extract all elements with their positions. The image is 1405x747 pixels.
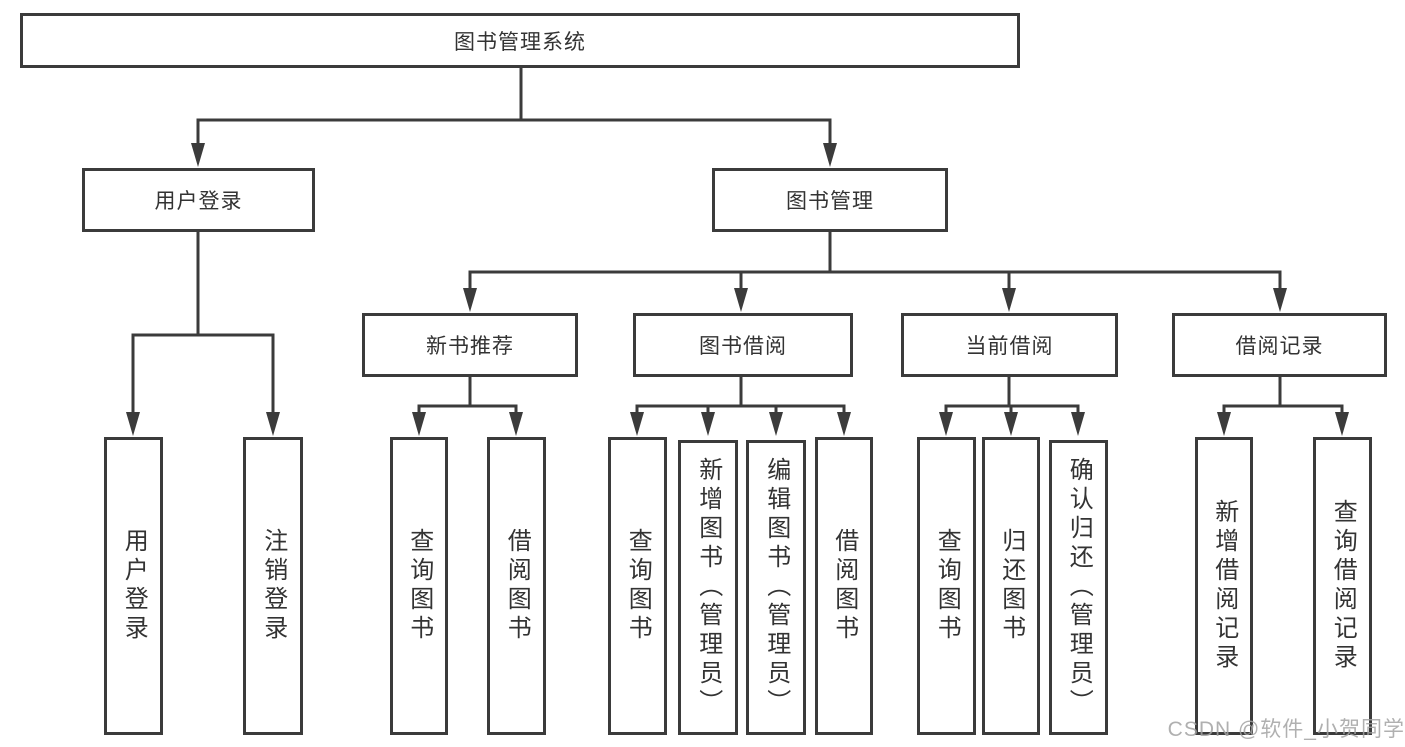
connector-arrowhead	[701, 412, 715, 436]
node-label: 用户登录	[120, 528, 148, 644]
connector-arrowhead	[1217, 412, 1231, 436]
leaf-logout-login: 注销登录	[243, 437, 303, 735]
node-label: 图书管理系统	[454, 30, 586, 54]
leaf-add-borrow-record: 新增借阅记录	[1195, 437, 1253, 735]
node-library-system: 图书管理系统	[20, 13, 1020, 68]
node-book-borrowing: 图书借阅	[633, 313, 853, 377]
connector-arrowhead	[266, 412, 280, 436]
node-label: 图书借阅	[699, 335, 787, 358]
node-book-management: 图书管理	[712, 168, 948, 232]
node-borrowing-records: 借阅记录	[1172, 313, 1387, 377]
leaf-query-borrow-record: 查询借阅记录	[1313, 437, 1372, 735]
node-label: 编辑图书（管理员）	[762, 457, 790, 718]
node-label: 借阅记录	[1235, 335, 1324, 358]
node-label: 归还图书	[997, 528, 1025, 644]
connector-arrowhead	[630, 412, 644, 436]
leaf-return-books: 归还图书	[982, 437, 1040, 735]
connector-arrowhead	[1335, 412, 1349, 436]
leaf-query-books-recommend: 查询图书	[390, 437, 448, 735]
connector-arrowhead	[823, 143, 837, 167]
connector-arrowhead	[1002, 288, 1016, 312]
connector-arrowhead	[1071, 412, 1085, 436]
node-user-login: 用户登录	[82, 168, 315, 232]
node-label: 查询借阅记录	[1329, 499, 1357, 673]
connector-arrowhead	[1273, 288, 1287, 312]
node-current-borrowing: 当前借阅	[901, 313, 1118, 377]
node-new-book-recommendation: 新书推荐	[362, 313, 578, 377]
connector-arrowhead	[509, 412, 523, 436]
connector-arrowhead	[412, 412, 426, 436]
node-label: 借阅图书	[503, 528, 531, 644]
node-label: 借阅图书	[830, 528, 858, 644]
node-label: 新书推荐	[426, 335, 514, 358]
connector-arrowhead	[837, 412, 851, 436]
connector-arrowhead	[1004, 412, 1018, 436]
connector-arrowhead	[939, 412, 953, 436]
node-label: 图书管理	[786, 190, 874, 213]
connector-arrowhead	[734, 288, 748, 312]
node-label: 确认归还（管理员）	[1065, 457, 1093, 718]
leaf-user-login: 用户登录	[104, 437, 163, 735]
watermark: CSDN @软件_小贺同学	[1167, 718, 1405, 741]
connector-arrowhead	[126, 412, 140, 436]
leaf-query-books-borrowing: 查询图书	[608, 437, 667, 735]
leaf-query-books-current: 查询图书	[917, 437, 976, 735]
leaf-add-book-admin: 新增图书（管理员）	[678, 440, 738, 735]
node-label: 新增图书（管理员）	[694, 457, 722, 718]
node-label: 用户登录	[154, 190, 243, 213]
node-label: 注销登录	[259, 528, 287, 644]
connector-arrowhead	[463, 288, 477, 312]
leaf-confirm-return-admin: 确认归还（管理员）	[1049, 440, 1108, 735]
leaf-borrow-books-borrowing: 借阅图书	[815, 437, 873, 735]
node-label: 查询图书	[624, 528, 652, 644]
connector-arrowhead	[191, 143, 205, 167]
leaf-edit-book-admin: 编辑图书（管理员）	[746, 440, 806, 735]
connector-arrowhead	[769, 412, 783, 436]
leaf-borrow-books-recommend: 借阅图书	[487, 437, 546, 735]
node-label: 新增借阅记录	[1210, 499, 1238, 673]
node-label: 查询图书	[405, 528, 433, 644]
node-label: 查询图书	[933, 528, 961, 644]
node-label: 当前借阅	[965, 335, 1054, 358]
